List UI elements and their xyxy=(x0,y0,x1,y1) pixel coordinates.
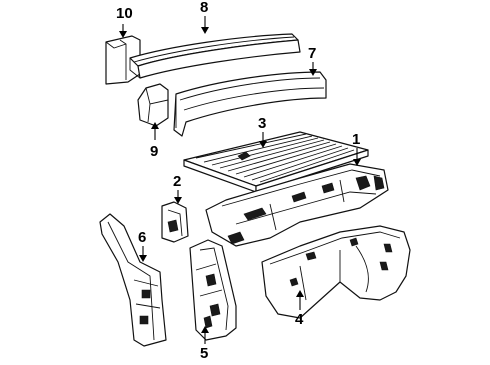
leader-lines xyxy=(119,16,361,344)
part-8-header-rail xyxy=(129,33,301,79)
callout-labels: 10 8 7 9 3 1 2 6 4 5 xyxy=(116,0,360,362)
part-7-rear-bow xyxy=(173,71,327,137)
part-3-cowl-panel xyxy=(183,131,369,193)
callout-2: 2 xyxy=(173,173,181,190)
callout-7: 7 xyxy=(308,45,316,62)
part-5-hinge-pillar xyxy=(189,239,237,341)
part-1-cowl-assembly xyxy=(205,163,389,247)
callout-10: 10 xyxy=(116,5,133,22)
part-4-dash-panel xyxy=(261,225,411,319)
callout-1: 1 xyxy=(352,131,360,148)
part-9-corner-block xyxy=(137,83,169,127)
callout-4: 4 xyxy=(295,311,304,328)
callout-8: 8 xyxy=(200,0,208,16)
callout-5: 5 xyxy=(200,345,208,360)
callout-3: 3 xyxy=(258,115,266,132)
callout-9: 9 xyxy=(150,143,158,160)
callout-6: 6 xyxy=(138,229,146,246)
part-2-bracket xyxy=(161,201,189,243)
part-6-a-pillar xyxy=(99,213,167,347)
